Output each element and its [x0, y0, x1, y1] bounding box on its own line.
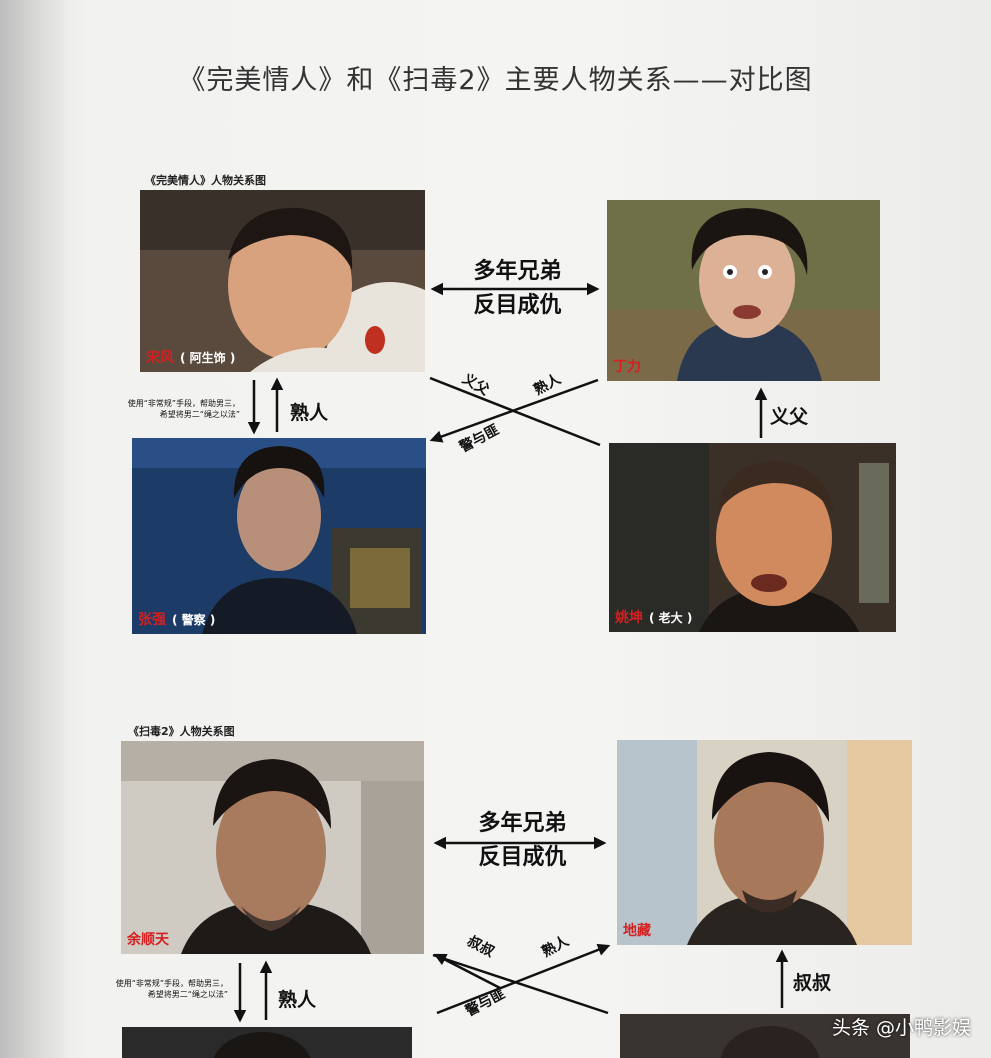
relation-line1: 多年兄弟 [473, 259, 562, 284]
relation-acquaintance-diag: 熟人 [531, 371, 564, 399]
note-line1: 使用“非常规”手段，帮助男三， [127, 399, 240, 408]
arrow-diag-up [429, 378, 599, 443]
character-name: 丁力 [613, 359, 641, 375]
character-role: ( 老大 ) [649, 611, 693, 625]
character-name: 姚坤 [615, 610, 643, 626]
portrait-image [122, 1027, 412, 1058]
relation-cop-and-gangster: 警与匪 [457, 421, 502, 456]
photo-yao-kun: 姚坤 ( 老大 ) [609, 443, 896, 632]
arrow-diag-down-2 [432, 953, 609, 1015]
character-name: 余顺天 [127, 932, 169, 948]
watermark: 头条 @小鸭影娱 [831, 1017, 971, 1039]
book-gutter-shadow [0, 0, 70, 1058]
photo-song-feng: 宋风 ( 阿生饰 ) [140, 190, 425, 372]
caption-zhang-qiang: 张强 ( 警察 ) [138, 609, 215, 629]
relation-godfather-diag: 义父 [459, 370, 492, 399]
portrait-image [607, 200, 880, 381]
character-name: 张强 [138, 612, 166, 628]
photo-bottom-right-cropped [620, 1014, 910, 1058]
photo-ding-li: 丁力 [607, 200, 880, 381]
portrait-image [140, 190, 425, 372]
caption-yao-kun: 姚坤 ( 老大 ) [615, 607, 692, 627]
relation-line2: 反目成仇 [473, 293, 562, 318]
caption-song-feng: 宋风 ( 阿生饰 ) [146, 347, 235, 367]
relation-line2: 反目成仇 [478, 845, 567, 870]
section1-title: 《完美情人》人物关系图 [145, 174, 266, 187]
relation-acquaintance-left-2: 熟人 [278, 989, 317, 1011]
portrait-image [620, 1014, 910, 1058]
portrait-image [132, 438, 426, 634]
arrow-uncle-2-head [433, 953, 501, 990]
relation-acquaintance-diag-2: 熟人 [539, 933, 572, 961]
photo-yu-shun-tian: 余顺天 [121, 741, 424, 954]
arrow-diag-down [429, 376, 601, 447]
relation-brothers-turned-enemies-2: 多年兄弟 反目成仇 [450, 807, 595, 875]
character-role: ( 警察 ) [172, 613, 216, 627]
relation-acquaintance-left: 熟人 [290, 402, 329, 424]
caption-di-zang: 地藏 [623, 920, 651, 940]
relation-line1: 多年兄弟 [478, 811, 567, 836]
relation-brothers-turned-enemies: 多年兄弟 反目成仇 [445, 255, 590, 323]
note-line2: 希望将男二“绳之以法” [159, 410, 240, 419]
photo-di-zang: 地藏 [617, 740, 912, 945]
section2-title: 《扫毒2》人物关系图 [128, 725, 235, 738]
page-title: 《完美情人》和《扫毒2》主要人物关系——对比图 [178, 65, 813, 96]
relation-godfather-right: 义父 [770, 406, 809, 428]
relation-cop-and-gangster-2: 警与匪 [463, 985, 508, 1020]
photo-bottom-left-cropped [122, 1027, 412, 1058]
caption-yu-shun-tian: 余顺天 [127, 929, 169, 949]
note-line1: 使用“非常规”手段，帮助男三， [115, 979, 228, 988]
portrait-image [121, 741, 424, 954]
character-name: 宋风 [146, 350, 174, 366]
caption-ding-li: 丁力 [613, 356, 641, 376]
portrait-image [609, 443, 896, 632]
note-line2: 希望将男二“绳之以法” [147, 990, 228, 999]
relation-uncle-right: 叔叔 [793, 972, 832, 994]
photo-zhang-qiang: 张强 ( 警察 ) [132, 438, 426, 634]
note-unconventional-means: 使用“非常规”手段，帮助男三， 希望将男二“绳之以法” [70, 398, 240, 420]
character-role: ( 阿生饰 ) [180, 351, 236, 365]
character-name: 地藏 [623, 923, 651, 939]
relation-uncle-diag: 叔叔 [464, 933, 497, 961]
portrait-image [617, 740, 912, 945]
note-unconventional-means-2: 使用“非常规”手段，帮助男三， 希望将男二“绳之以法” [58, 978, 228, 1000]
